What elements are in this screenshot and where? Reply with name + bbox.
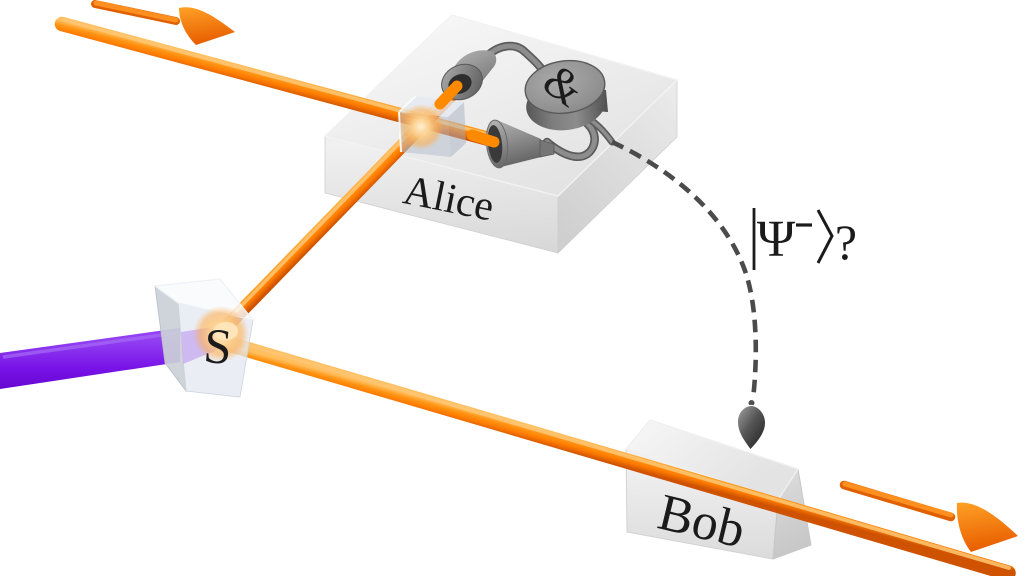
coincidence-counter-icon: & xyxy=(524,54,608,131)
arrow-shaft-highlight xyxy=(842,481,954,518)
beam-entering-detector xyxy=(434,80,463,110)
detector-upper-icon xyxy=(434,50,497,110)
direction-arrow-bottom-right-icon xyxy=(839,480,1018,552)
arrow-head xyxy=(956,502,1018,552)
bell-state-annotation: Ψ ? xyxy=(752,208,857,270)
direction-arrow-top-left-icon xyxy=(91,0,235,46)
alice-measurement-setup: & xyxy=(434,41,616,169)
classical-channel-dashed-line xyxy=(611,139,759,400)
detector-cone-body xyxy=(497,120,541,168)
beam-entering-detector xyxy=(466,129,500,148)
beamsplitter-edge-highlight xyxy=(398,95,417,113)
classical-channel-arrow xyxy=(611,139,767,451)
plumb-bob-knob xyxy=(748,400,755,406)
glow-core xyxy=(214,322,238,340)
photon-beam-through-bob-icon xyxy=(214,334,1016,576)
source-label: S xyxy=(202,317,235,375)
detector-nozzle xyxy=(539,139,555,158)
question-mark: ? xyxy=(835,214,857,270)
plumb-bob-body xyxy=(736,404,767,451)
detector-lower-icon xyxy=(466,119,555,169)
pump-beam xyxy=(0,328,180,389)
beam-body xyxy=(214,334,1016,576)
detector-wire-lower xyxy=(544,115,598,160)
beam-splitter-cube xyxy=(398,95,466,157)
detector-wire-upper xyxy=(484,43,547,75)
beam-highlight xyxy=(222,336,1011,570)
arrow-shaft-highlight xyxy=(93,0,179,23)
arrow-head xyxy=(179,7,235,46)
pump-beam-highlight xyxy=(2,331,177,359)
plumb-bob-arrowhead-icon xyxy=(736,400,767,451)
source-crystal: S xyxy=(153,278,255,398)
interference-glow-icon xyxy=(398,104,444,150)
ket-angle-bracket xyxy=(816,209,834,264)
drum-top xyxy=(524,59,606,115)
beamsplitter-right-face xyxy=(448,102,466,157)
pump-beam-icon xyxy=(0,328,180,389)
psi-symbol: Ψ xyxy=(757,211,796,268)
